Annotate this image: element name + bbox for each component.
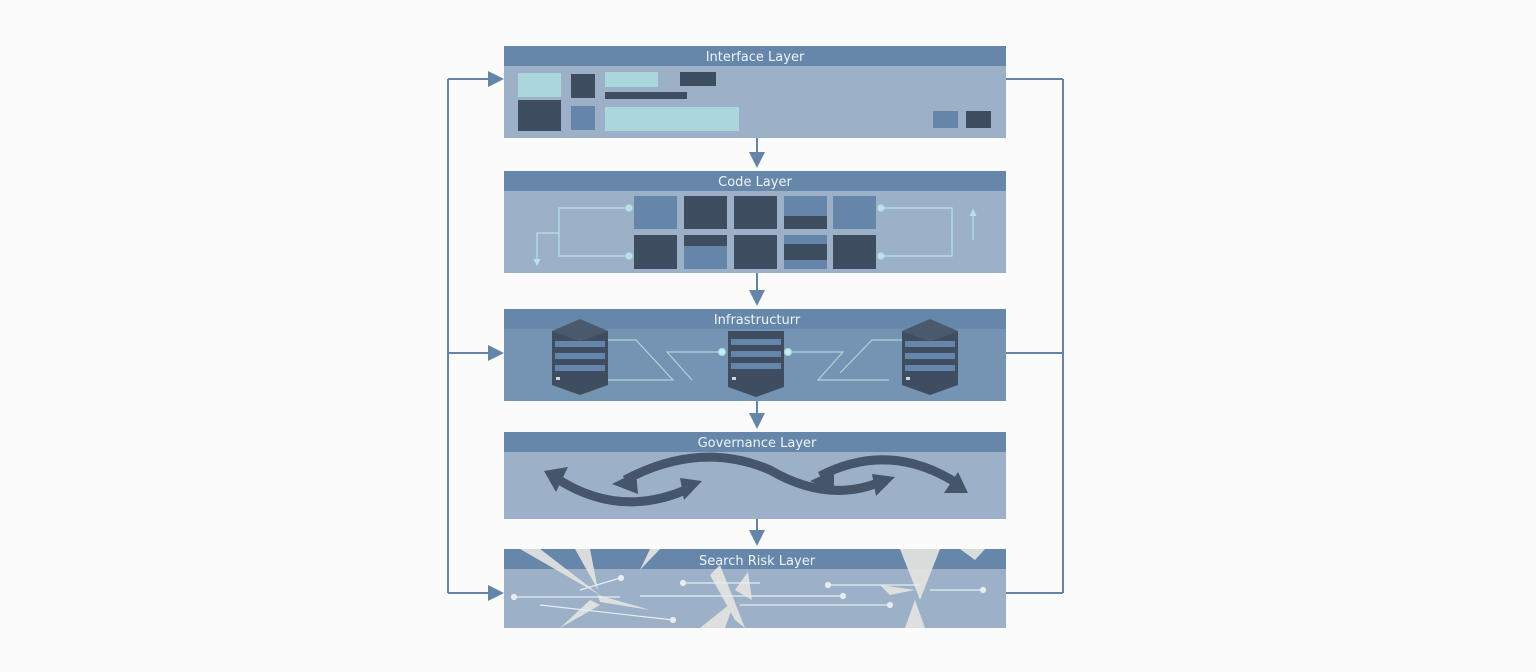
- governance-layer: Governance Layer: [504, 432, 1006, 519]
- interface-layer: Interface Layer: [504, 46, 1006, 138]
- search-risk-layer-title: Search Risk Layer: [699, 554, 816, 569]
- code-layer: Code Layer: [504, 171, 1006, 273]
- code-module-grid: [634, 196, 876, 269]
- infrastructure-layer-title: Infrastructurr: [714, 313, 801, 328]
- bidirectional-flow-arrows: [553, 452, 961, 507]
- server-icon: [728, 331, 784, 397]
- arrowhead-icons: [544, 467, 968, 500]
- server-icon: [552, 319, 608, 395]
- code-layer-title: Code Layer: [718, 175, 792, 190]
- search-risk-layer: Search Risk Layer: [504, 549, 1006, 628]
- risk-signal-lines: [510, 574, 987, 624]
- interface-layer-title: Interface Layer: [706, 50, 805, 65]
- governance-layer-title: Governance Layer: [698, 436, 817, 451]
- code-connectors: [533, 204, 977, 267]
- server-icon: [902, 319, 958, 395]
- right-feedback-connector: [1006, 78, 1064, 594]
- left-feedback-connector: [447, 71, 504, 601]
- ui-mock-blocks: [518, 72, 991, 131]
- infrastructure-layer: Infrastructurr: [504, 309, 1006, 401]
